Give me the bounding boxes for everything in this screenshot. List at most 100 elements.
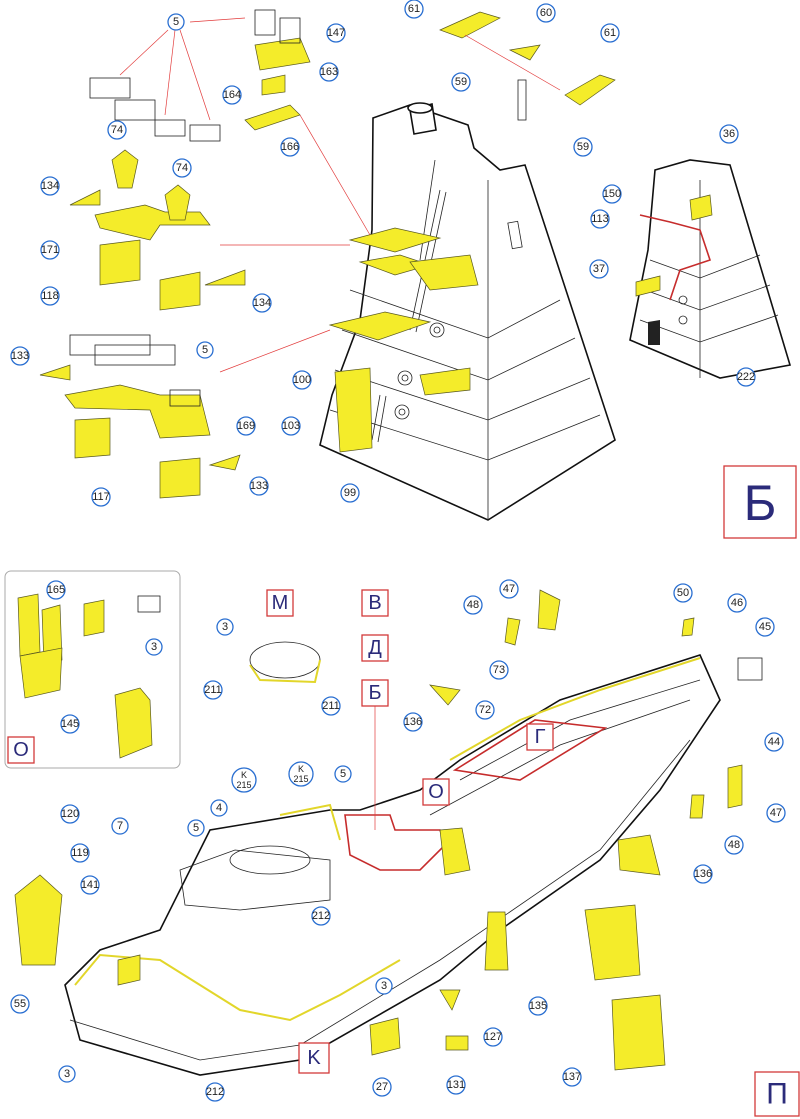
svg-text:117: 117 — [92, 491, 110, 503]
svg-text:119: 119 — [71, 847, 89, 859]
svg-text:164: 164 — [223, 89, 241, 101]
svg-text:3: 3 — [381, 980, 387, 992]
section-o2-letter: O — [428, 781, 444, 803]
svg-text:74: 74 — [176, 162, 188, 174]
callout-100: 100 — [292, 370, 312, 390]
callout-60: 60 — [536, 3, 556, 23]
ship-parts — [14, 589, 763, 1071]
svg-text:137: 137 — [563, 1071, 581, 1083]
callout-5a: 5 — [167, 13, 185, 31]
callout-61b: 61 — [600, 23, 620, 43]
callout-131: 131 — [446, 1075, 466, 1095]
antenna-parts — [439, 11, 616, 121]
svg-text:59: 59 — [455, 76, 467, 88]
svg-text:72: 72 — [479, 704, 491, 716]
callout-127: 127 — [483, 1027, 503, 1047]
svg-text:46: 46 — [731, 597, 743, 609]
callout-119: 119 — [70, 843, 90, 863]
svg-text:211: 211 — [204, 684, 222, 696]
callout-4: 4 — [210, 799, 228, 817]
callout-3b: 3 — [375, 977, 393, 995]
svg-text:5: 5 — [340, 768, 346, 780]
callout-74b: 74 — [172, 158, 192, 178]
svg-text:36: 36 — [723, 128, 735, 140]
svg-text:5: 5 — [193, 822, 199, 834]
callout-136b: 136 — [693, 864, 713, 884]
svg-text:150: 150 — [603, 188, 621, 200]
callout-169: 169 — [236, 416, 256, 436]
svg-text:59: 59 — [577, 141, 589, 153]
svg-text:127: 127 — [484, 1031, 502, 1043]
svg-text:3: 3 — [151, 641, 157, 653]
callout-59b: 59 — [573, 137, 593, 157]
callout-3i: 3 — [145, 638, 163, 656]
svg-text:K: K — [241, 770, 247, 780]
svg-text:134: 134 — [41, 180, 59, 192]
callout-120: 120 — [60, 804, 80, 824]
callout-117: 117 — [91, 487, 111, 507]
callout-73: 73 — [489, 660, 509, 680]
svg-text:145: 145 — [61, 718, 79, 730]
svg-text:133: 133 — [250, 480, 268, 492]
section-b-label: Б — [723, 465, 797, 539]
callout-55: 55 — [10, 994, 30, 1014]
callout-211a: 211 — [203, 680, 223, 700]
svg-text:61: 61 — [604, 27, 616, 39]
callout-47b: 47 — [766, 803, 786, 823]
svg-text:48: 48 — [728, 839, 740, 851]
platform-parts-lower — [39, 334, 241, 499]
svg-text:131: 131 — [447, 1079, 465, 1091]
callout-118: 118 — [40, 286, 60, 306]
svg-text:211: 211 — [322, 700, 340, 712]
callout-147: 147 — [326, 23, 346, 43]
callout-165: 165 — [46, 580, 66, 600]
tower-assembly — [219, 102, 616, 521]
callout-5c: 5 — [334, 765, 352, 783]
section-b-letter: Б — [744, 475, 777, 531]
callout-36: 36 — [719, 124, 739, 144]
section-v-letter: B — [368, 592, 381, 614]
callout-99: 99 — [340, 483, 360, 503]
svg-text:3: 3 — [64, 1068, 70, 1080]
callout-222: 222 — [736, 367, 756, 387]
callout-163: 163 — [319, 62, 339, 82]
callout-135: 135 — [528, 996, 548, 1016]
section-m-letter: M — [272, 592, 289, 614]
ship-hull — [64, 654, 721, 1076]
inset-o-letter: O — [13, 739, 29, 761]
callout-134a: 134 — [40, 176, 60, 196]
callout-166: 166 — [280, 137, 300, 157]
svg-text:48: 48 — [467, 599, 479, 611]
callout-7: 7 — [111, 817, 129, 835]
svg-text:212: 212 — [206, 1086, 224, 1098]
svg-text:147: 147 — [327, 27, 345, 39]
svg-text:134: 134 — [253, 297, 271, 309]
svg-text:5: 5 — [202, 344, 208, 356]
svg-text:136: 136 — [404, 716, 422, 728]
callout-212b: 212 — [205, 1082, 225, 1102]
svg-text:133: 133 — [11, 350, 29, 362]
svg-text:3: 3 — [222, 621, 228, 633]
callout-133b: 133 — [249, 476, 269, 496]
section-d-letter: Д — [368, 637, 382, 659]
svg-text:103: 103 — [282, 420, 300, 432]
callout-212a: 212 — [311, 906, 331, 926]
callout-61a: 61 — [404, 0, 424, 19]
svg-text:120: 120 — [61, 808, 79, 820]
callout-3a: 3 — [58, 1065, 76, 1083]
callout-134b: 134 — [252, 293, 272, 313]
svg-text:4: 4 — [216, 802, 222, 814]
callout-50: 50 — [673, 583, 693, 603]
svg-text:61: 61 — [408, 3, 420, 15]
section-g-letter: Г — [535, 726, 546, 748]
callout-45: 45 — [755, 617, 775, 637]
svg-text:100: 100 — [293, 374, 311, 386]
callout-211b: 211 — [321, 696, 341, 716]
callout-74a: 74 — [107, 120, 127, 140]
svg-text:166: 166 — [281, 141, 299, 153]
svg-text:27: 27 — [376, 1081, 388, 1093]
svg-text:165: 165 — [47, 584, 65, 596]
